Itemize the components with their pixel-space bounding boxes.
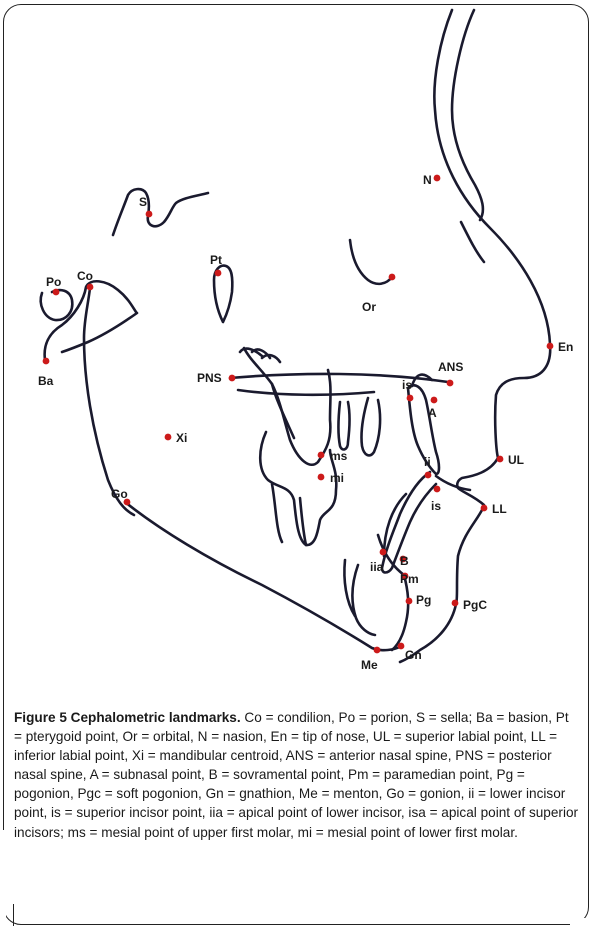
nose-profile-outer bbox=[434, 10, 550, 458]
dot-Gn bbox=[398, 643, 405, 650]
dot-ms bbox=[318, 452, 325, 459]
label-Ba: Ba bbox=[38, 374, 54, 388]
dot-Xi bbox=[165, 434, 172, 441]
upper-molar-2 bbox=[272, 384, 294, 438]
label-N: N bbox=[423, 173, 432, 187]
figure-caption: Figure 5 Cephalometric landmarks. Co = c… bbox=[14, 708, 580, 842]
dot-Me bbox=[374, 647, 381, 654]
dot-En bbox=[547, 343, 554, 350]
label-Or: Or bbox=[362, 300, 376, 314]
label-Pm: Pm bbox=[400, 572, 419, 586]
dot-iia bbox=[380, 549, 387, 556]
label-mi: mi bbox=[330, 471, 344, 485]
dot-N bbox=[434, 175, 441, 182]
label-ii: ii bbox=[424, 455, 431, 469]
palate-under bbox=[238, 390, 374, 395]
dot-Co bbox=[87, 284, 94, 291]
upper-molar bbox=[244, 348, 331, 465]
dot-ii bbox=[425, 472, 432, 479]
dot-A bbox=[431, 397, 438, 404]
label-is: is bbox=[431, 499, 441, 513]
label-Po: Po bbox=[46, 275, 61, 289]
label-Xi: Xi bbox=[176, 431, 187, 445]
cephalometric-tracing: S Po Co Ba Pt PNS Xi Or N En ANS is A UL… bbox=[0, 0, 595, 700]
caption-body: Co = condilion, Po = porion, S = sella; … bbox=[14, 710, 578, 840]
label-B: B bbox=[400, 554, 409, 568]
sella-outline bbox=[113, 189, 208, 235]
label-PNS: PNS bbox=[197, 371, 222, 385]
premolar bbox=[361, 398, 380, 455]
orbit-outline bbox=[350, 240, 392, 284]
upper-lip bbox=[457, 458, 498, 505]
label-PgC: PgC bbox=[463, 598, 487, 612]
dot-mi bbox=[318, 474, 325, 481]
dot-is bbox=[434, 486, 441, 493]
dot-UL bbox=[497, 456, 504, 463]
dot-Pt bbox=[215, 270, 222, 277]
label-ANS: ANS bbox=[438, 360, 463, 374]
frame-left-gap bbox=[0, 830, 6, 940]
dot-LL bbox=[481, 505, 488, 512]
label-LL: LL bbox=[492, 502, 507, 516]
nose-inner-tail bbox=[461, 222, 484, 262]
dot-PNS bbox=[229, 375, 236, 382]
dot-Ba bbox=[43, 358, 50, 365]
dot-PgC bbox=[452, 600, 459, 607]
mandible-border bbox=[125, 502, 402, 650]
canine bbox=[339, 402, 350, 449]
label-Go: Go bbox=[111, 487, 128, 501]
landmark-dots bbox=[43, 175, 554, 654]
caption-rule bbox=[13, 904, 14, 926]
ramus-line bbox=[62, 313, 137, 352]
dot-Pg bbox=[406, 598, 413, 605]
dot-Or bbox=[389, 274, 396, 281]
nose-profile-inner bbox=[452, 10, 483, 220]
dot-ANS bbox=[447, 380, 454, 387]
label-Pg: Pg bbox=[416, 593, 431, 607]
caption-title: Figure 5 Cephalometric landmarks. bbox=[14, 710, 241, 725]
dot-S bbox=[146, 211, 153, 218]
label-Co: Co bbox=[77, 269, 93, 283]
symphysis-inner bbox=[352, 565, 375, 635]
label-is-top: is bbox=[402, 378, 412, 392]
label-Me: Me bbox=[361, 658, 378, 672]
dot-Po bbox=[53, 289, 60, 296]
label-Pt: Pt bbox=[210, 253, 222, 267]
label-Gn: Gn bbox=[405, 648, 422, 662]
posterior-ramus bbox=[84, 288, 134, 515]
label-S: S bbox=[139, 195, 147, 209]
label-iia: iia bbox=[370, 560, 384, 574]
dot-is-top bbox=[407, 395, 414, 402]
label-UL: UL bbox=[508, 453, 524, 467]
label-En: En bbox=[558, 340, 573, 354]
label-A: A bbox=[428, 406, 437, 420]
label-ms: ms bbox=[330, 449, 348, 463]
